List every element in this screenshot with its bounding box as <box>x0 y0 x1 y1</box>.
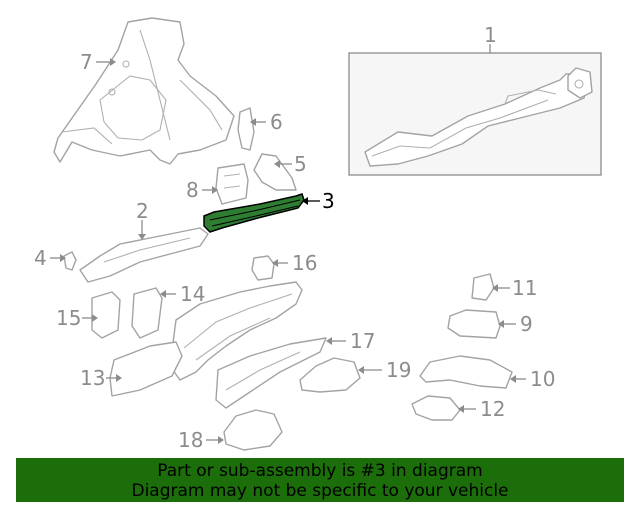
callout-7: 7 <box>80 50 93 74</box>
part-3-highlighted <box>203 193 305 233</box>
part-15-illustration <box>91 291 121 339</box>
callout-14: 14 <box>180 282 205 306</box>
callout-6: 6 <box>270 110 283 134</box>
banner-line-1: Part or sub-assembly is #3 in diagram <box>157 461 483 481</box>
callout-9: 9 <box>520 312 533 336</box>
part-9-illustration <box>447 309 501 339</box>
callout-labels: 1 2 3 4 5 6 7 8 9 10 11 12 13 14 15 16 1… <box>34 23 555 452</box>
part-11-illustration <box>471 273 495 301</box>
callout-13: 13 <box>80 366 105 390</box>
callout-15: 15 <box>56 306 81 330</box>
part-7-illustration <box>53 17 235 165</box>
callout-19: 19 <box>386 358 411 382</box>
callout-1: 1 <box>484 23 497 47</box>
part-2-illustration <box>79 227 209 283</box>
rail-assembly-illustration <box>169 281 303 381</box>
part-19-illustration <box>299 357 361 393</box>
part-4-illustration <box>63 251 77 271</box>
part-14-illustration <box>131 287 163 339</box>
part-8-illustration <box>215 163 249 205</box>
callout-18: 18 <box>178 428 203 452</box>
part-17-illustration <box>215 337 327 409</box>
callout-2: 2 <box>136 199 149 223</box>
info-banner: Part or sub-assembly is #3 in diagram Di… <box>16 458 624 502</box>
banner-line-2: Diagram may not be specific to your vehi… <box>131 481 509 501</box>
callout-12: 12 <box>480 397 505 421</box>
callout-10: 10 <box>530 367 555 391</box>
callout-8: 8 <box>186 178 199 202</box>
part-18-illustration <box>223 409 283 451</box>
part-16-illustration <box>251 255 275 281</box>
parts-diagram: 1 2 3 4 5 6 7 8 9 10 11 12 13 14 15 16 1… <box>34 17 602 452</box>
leader-lines <box>50 58 526 444</box>
part-10-illustration <box>419 355 513 389</box>
part-12-illustration <box>411 395 461 421</box>
part-5-illustration <box>253 153 297 191</box>
callout-5: 5 <box>294 152 307 176</box>
callout-3: 3 <box>322 189 335 213</box>
callout-16: 16 <box>292 251 317 275</box>
callout-4: 4 <box>34 246 47 270</box>
part-1-illustration <box>364 67 593 167</box>
callout-11: 11 <box>512 276 537 300</box>
callout-17: 17 <box>350 329 375 353</box>
part-13-illustration <box>109 341 183 397</box>
part-6-illustration <box>237 107 255 151</box>
